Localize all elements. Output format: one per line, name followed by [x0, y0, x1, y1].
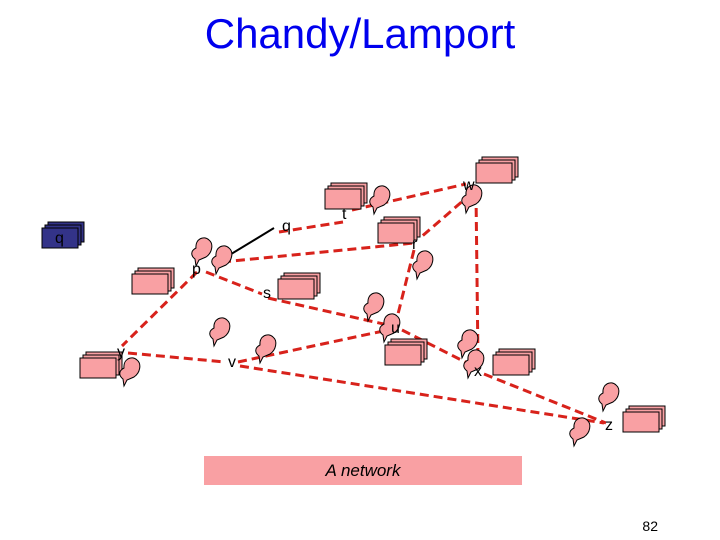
process-stack-z	[622, 405, 666, 433]
edge-r-u	[394, 249, 416, 323]
node-label-q-snapshot: q	[55, 230, 64, 247]
process-stack-y	[79, 351, 123, 379]
edge-t-w	[351, 182, 467, 212]
process-stack-w	[475, 156, 519, 184]
node-label-p: p	[192, 261, 201, 278]
process-stack-p	[131, 267, 175, 295]
node-labels: q q p t w r s u y v x z	[55, 177, 613, 434]
process-blob-z-left	[569, 417, 591, 447]
edge-q-t	[278, 220, 344, 234]
node-label-u: u	[391, 320, 400, 337]
process-stack-x	[492, 348, 536, 376]
edge-p-s	[205, 270, 263, 296]
node-label-t: t	[342, 206, 347, 223]
edge-v-u	[237, 328, 389, 364]
process-blob-v-left	[209, 317, 231, 347]
edge-v-z	[239, 364, 605, 425]
edge-p-r	[221, 241, 415, 264]
process-blob-t	[369, 185, 391, 215]
node-label-y: y	[117, 344, 125, 361]
slide-title: Chandy/Lamport	[204, 10, 516, 57]
process-blob-z-top	[598, 382, 620, 412]
node-label-x: x	[474, 363, 482, 380]
node-label-r: r	[412, 236, 418, 253]
page-number: 82	[642, 518, 658, 534]
node-label-w: w	[462, 177, 475, 194]
process-stack-u	[384, 338, 428, 366]
node-label-q: q	[282, 218, 291, 235]
edge-x-z	[483, 372, 607, 425]
node-label-z: z	[605, 417, 613, 434]
edges	[120, 182, 607, 425]
process-blob-u-top	[363, 292, 385, 322]
process-blob-y	[119, 357, 141, 387]
process-stack-s	[277, 272, 321, 300]
processes	[41, 156, 666, 447]
node-label-v: v	[228, 354, 236, 371]
process-blob-r	[412, 250, 434, 280]
edge-p-y	[120, 270, 199, 348]
edge-y-v	[127, 351, 226, 364]
process-blob-p2	[211, 245, 233, 275]
banner-text: A network	[325, 460, 401, 480]
network-banner: A network	[204, 456, 522, 485]
edge-w-r	[419, 191, 473, 240]
node-label-s: s	[263, 285, 271, 302]
edge-u-x	[401, 328, 478, 370]
